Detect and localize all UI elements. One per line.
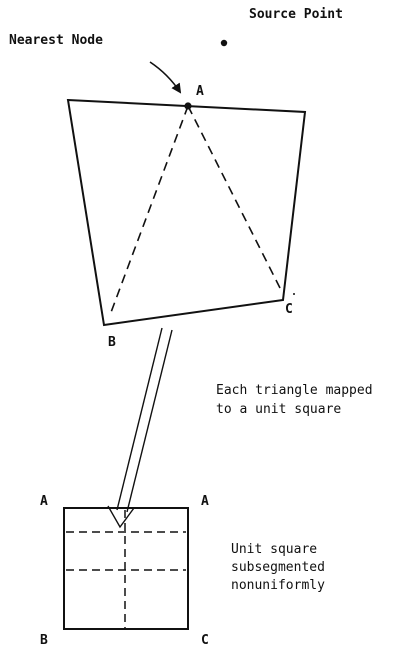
mapping-arrow-head [107, 505, 135, 529]
subsegment-caption-line-1: Unit square [231, 542, 318, 557]
nearest-node-arrow [149, 61, 182, 94]
nearest-node-label: Nearest Node [9, 33, 103, 48]
mapping-arrow-shaft-left [116, 327, 163, 511]
subsegment-caption-line-2: subsegmented [231, 560, 325, 575]
dashed-diagonal-ac [187, 105, 281, 289]
node-c-label: C [285, 302, 293, 317]
source-point-label: Source Point [249, 7, 343, 22]
node-a-label: A [196, 84, 204, 99]
mapping-caption-line-1: Each triangle mapped [216, 383, 373, 398]
mapping-arrow-shaft-right [126, 329, 173, 513]
square-corner-b: B [40, 633, 48, 648]
square-corner-a-left: A [40, 494, 48, 509]
unit-square [63, 507, 189, 630]
subsegment-caption-line-3: nonuniformly [231, 578, 325, 593]
quadrilateral-element [66, 98, 307, 327]
square-corner-a-right: A [201, 494, 209, 509]
dashed-diagonal-ab [109, 105, 189, 316]
mapping-caption-line-2: to a unit square [216, 402, 342, 417]
square-corner-c: C [201, 633, 209, 648]
source-point-dot [220, 39, 228, 47]
node-c-tick [293, 293, 295, 295]
nearest-node-dot [184, 102, 192, 110]
node-b-label: B [108, 335, 116, 350]
